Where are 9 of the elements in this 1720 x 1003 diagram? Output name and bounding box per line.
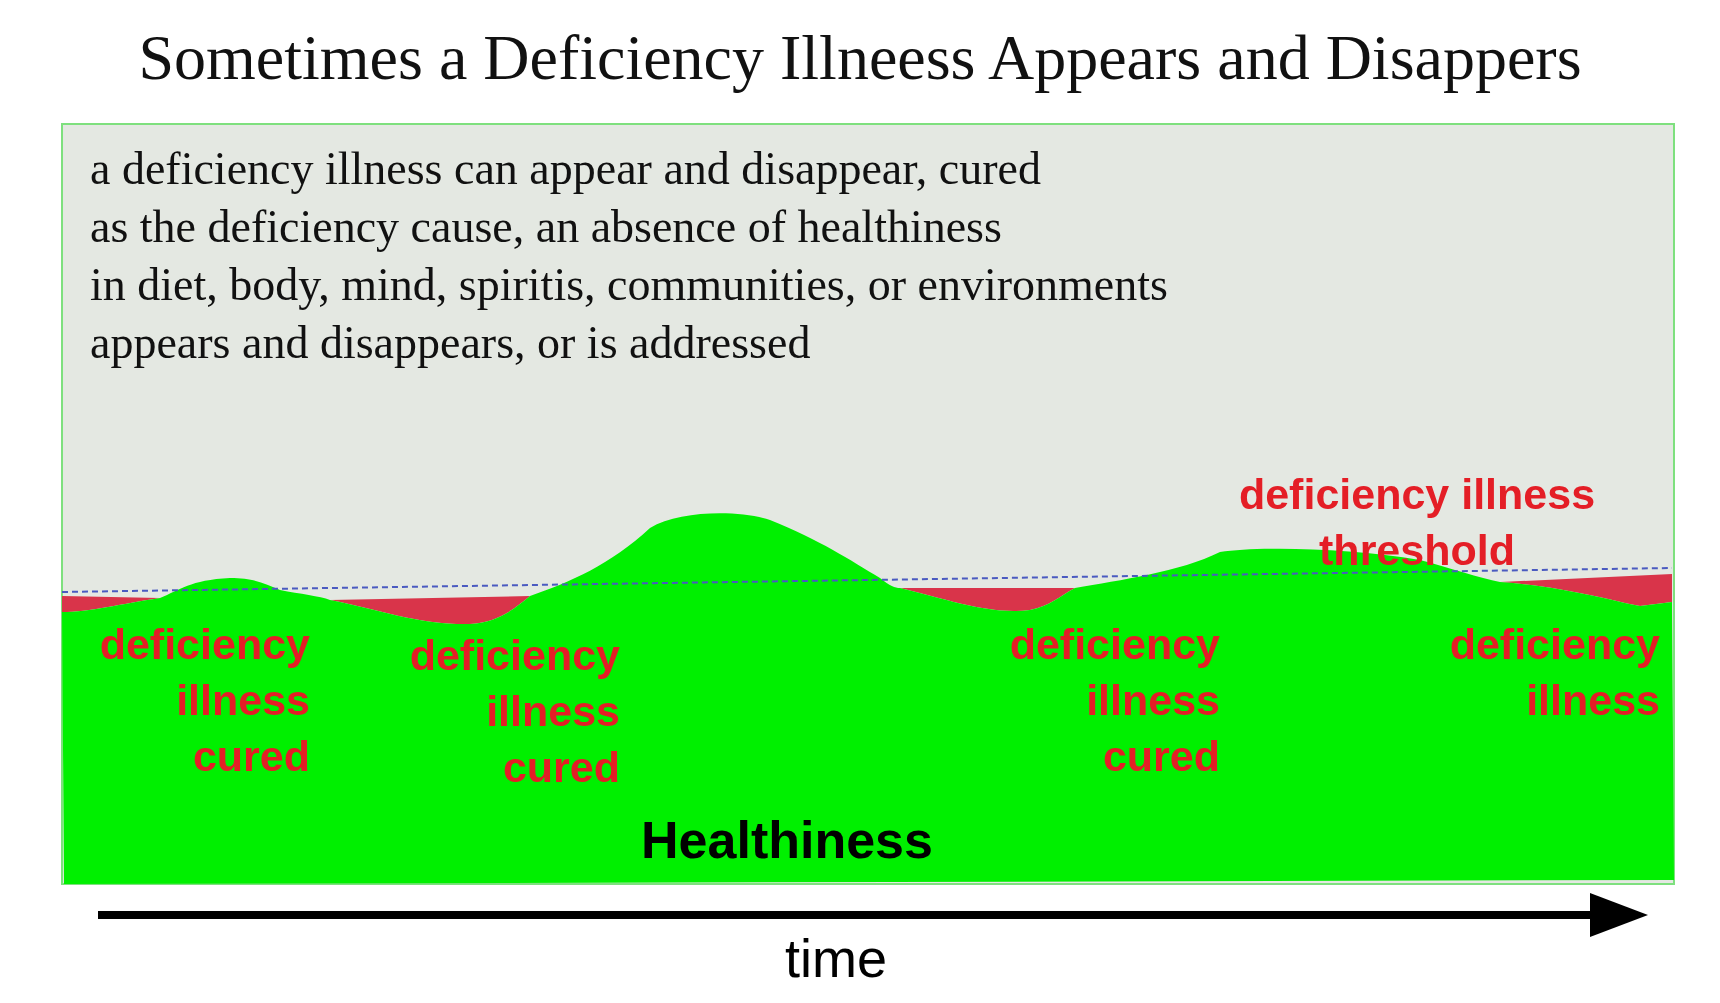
threshold-label: deficiency illness threshold (1237, 469, 1597, 576)
time-label: time (784, 927, 888, 990)
illness-label: deficiency illness cured (98, 619, 310, 782)
illness-label: deficiency illness cured (1008, 619, 1220, 782)
illness-label: deficiency illness cured (408, 630, 620, 793)
illness-label: deficiency illness (1448, 619, 1660, 726)
healthiness-label: Healthiness (640, 810, 934, 871)
title: Sometimes a Deficiency Illneess Appears and Disappers (137, 21, 1583, 95)
description-text: a deficiency illness can appear and disappear, cured as the deficiency cause, an absence of healthiness in diet, body, mind, spiritis, communities, or environments appears and disappears, or is addressed (90, 142, 1168, 370)
